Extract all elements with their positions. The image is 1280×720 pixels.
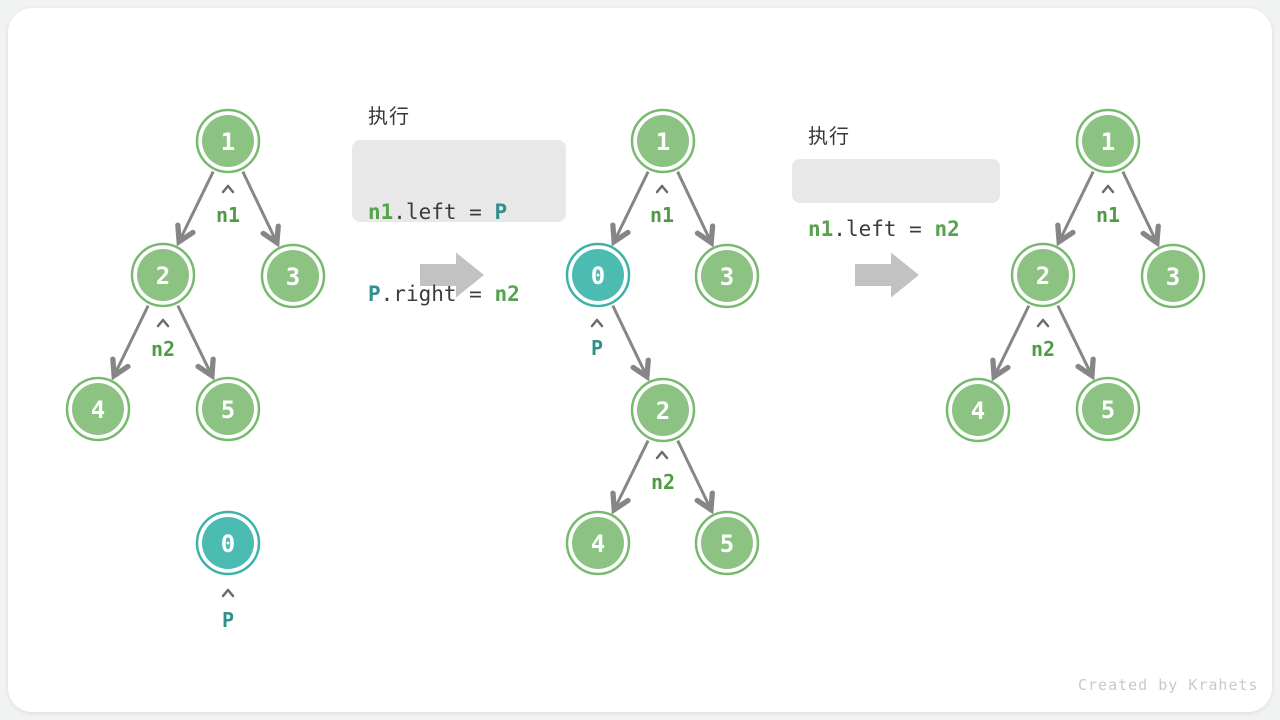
edge-middle-0-2 xyxy=(611,304,647,377)
tree-node-right-3: 3 xyxy=(1140,243,1206,309)
code-token: .right = xyxy=(380,282,495,306)
caret-up-icon xyxy=(221,184,235,194)
code-token-n1: n1 xyxy=(808,217,834,241)
edge-right-1-3 xyxy=(1121,170,1157,243)
pointer-label-n2: n2 xyxy=(651,470,675,494)
pointer-label-p: P xyxy=(222,608,234,632)
edge-left-1-3 xyxy=(241,170,277,243)
edge-left-1-2 xyxy=(179,170,215,242)
node-label: 0 xyxy=(221,530,235,558)
node-label: 1 xyxy=(1101,128,1115,156)
edge-left-2-5 xyxy=(176,304,212,376)
node-label: 3 xyxy=(720,263,734,291)
step-arrow-icon-1 xyxy=(420,252,484,298)
edge-left-2-4 xyxy=(114,304,150,376)
pointer-label-n2: n2 xyxy=(1031,337,1055,361)
caret-up-icon xyxy=(221,588,235,598)
pointer-label-n1: n1 xyxy=(650,203,674,227)
step-heading-1: 执行 xyxy=(368,104,410,128)
node-label: 0 xyxy=(591,262,605,290)
code-token-p: P xyxy=(368,282,381,306)
caret-up-icon xyxy=(655,450,669,460)
tree-node-left-5: 5 xyxy=(195,376,261,442)
tree-node-left-1: 1 xyxy=(195,108,261,174)
pointer-label-n1: n1 xyxy=(1096,203,1120,227)
edge-right-1-2 xyxy=(1059,170,1095,242)
code-token-n2: n2 xyxy=(934,217,960,241)
node-label: 5 xyxy=(720,530,734,558)
node-label: 4 xyxy=(91,396,105,424)
tree-node-right-5: 5 xyxy=(1075,376,1141,442)
caret-up-icon xyxy=(1101,184,1115,194)
code-line: n1.left = P xyxy=(368,195,550,229)
node-label: 5 xyxy=(1101,396,1115,424)
code-token-n1: n1 xyxy=(368,200,394,224)
node-label: 3 xyxy=(1166,263,1180,291)
edge-middle-1-3 xyxy=(676,171,712,243)
edge-middle-2-4 xyxy=(614,439,650,510)
node-label: 5 xyxy=(221,396,235,424)
tree-node-middle-5: 5 xyxy=(694,510,760,576)
node-label: 1 xyxy=(221,128,235,156)
node-label: 2 xyxy=(156,262,170,290)
node-label: 3 xyxy=(286,263,300,291)
code-block-1: n1.left = P P.right = n2 xyxy=(352,140,566,306)
node-label: 2 xyxy=(1036,262,1050,290)
pointer-label-n1: n1 xyxy=(216,203,240,227)
pointer-label-n2: n2 xyxy=(151,337,175,361)
tree-node-middle-3: 3 xyxy=(694,243,760,309)
code-line: P.right = n2 xyxy=(368,277,550,311)
node-label: 4 xyxy=(971,397,985,425)
tree-node-middle-4: 4 xyxy=(565,510,631,576)
node-label: 4 xyxy=(591,530,605,558)
tree-node-right-2: 2 xyxy=(1010,242,1076,308)
edge-middle-1-0 xyxy=(614,170,650,242)
code-line: n1.left = n2 xyxy=(808,214,984,244)
caret-up-icon xyxy=(590,318,604,328)
tree-node-right-1: 1 xyxy=(1075,108,1141,174)
code-token: .left = xyxy=(393,200,495,224)
pointer-label-p: P xyxy=(591,336,603,360)
node-label: 2 xyxy=(656,397,670,425)
step-arrow-icon-2 xyxy=(855,252,919,298)
tree-node-left-4: 4 xyxy=(65,376,131,442)
caret-up-icon xyxy=(1036,318,1050,328)
node-label: 1 xyxy=(656,128,670,156)
tree-node-middle-0: 0 xyxy=(565,242,631,308)
step-heading-2: 执行 xyxy=(808,124,850,148)
code-block-2: n1.left = n2 xyxy=(792,159,1000,241)
code-token-p: P xyxy=(494,200,508,224)
tree-node-right-4: 4 xyxy=(945,377,1011,443)
tree-node-middle-2: 2 xyxy=(630,377,696,443)
caret-up-icon xyxy=(156,318,170,328)
caret-up-icon xyxy=(655,184,669,194)
code-token-n2: n2 xyxy=(494,282,520,306)
tree-node-left-3: 3 xyxy=(260,243,326,309)
tree-node-left-2: 2 xyxy=(130,242,196,308)
edge-right-2-5 xyxy=(1056,304,1092,376)
edge-right-2-4 xyxy=(994,304,1031,377)
code-token: .left = xyxy=(833,217,935,241)
watermark-credit: Created by Krahets xyxy=(1078,676,1259,694)
tree-node-left-0-detached: 0 xyxy=(195,510,261,576)
edge-middle-2-5 xyxy=(676,439,711,510)
tree-node-middle-1: 1 xyxy=(630,108,696,174)
